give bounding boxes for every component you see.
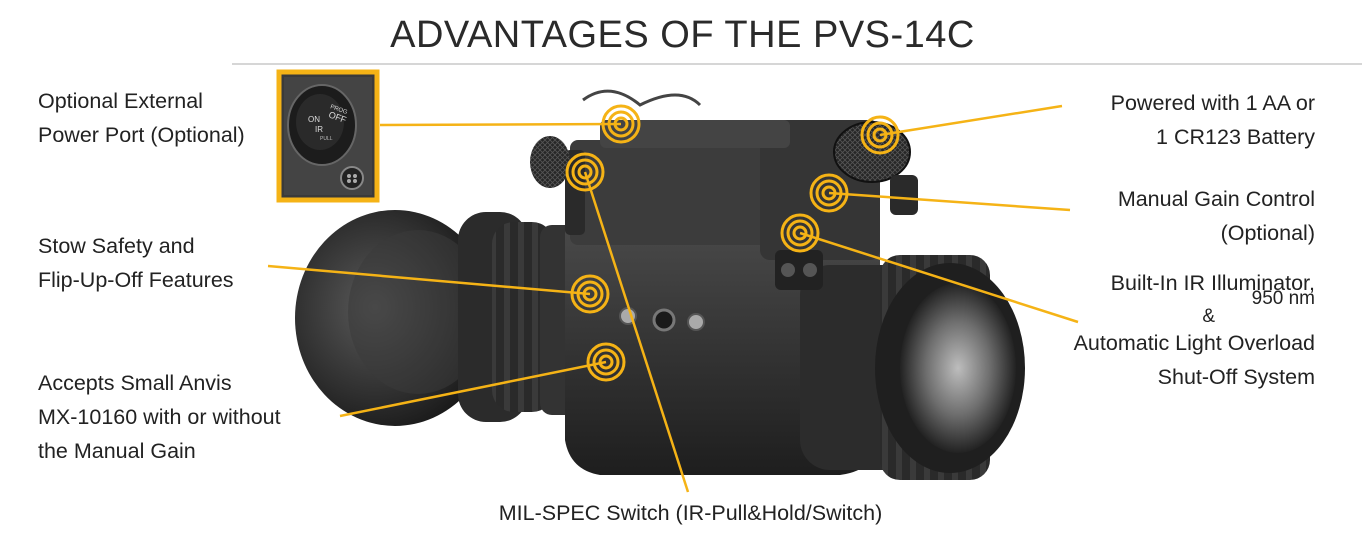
eyecup [295,210,495,426]
ir-illuminator [775,250,823,290]
label-mil-spec-switch: MIL-SPEC Switch (IR-Pull&Hold/Switch) [0,496,1365,530]
label-anvis: Accepts Small Anvis MX-10160 with or wit… [38,366,281,468]
lanyard [582,89,702,107]
label-ir-line3: & [1202,306,1215,327]
label-ir-line4: Automatic Light Overload [1073,331,1315,355]
label-anvis-line2: MX-10160 with or without [38,405,281,429]
power-port-inset: PROG OFF ON IR PULL [276,69,380,203]
inset-label-ir: IR [315,125,323,134]
page-title: ADVANTAGES OF THE PVS-14C [390,14,975,56]
label-power-port-line1: Optional External [38,89,203,113]
label-battery: Powered with 1 AA or 1 CR123 Battery [1111,86,1315,154]
label-gain: Manual Gain Control (Optional) [1118,182,1315,250]
gain-knob [530,136,570,188]
label-ir-illuminator: Built-In IR Illuminator, 950 nm & Automa… [1074,266,1315,394]
label-stow-safety-line1: Stow Safety and [38,234,195,258]
label-stow-safety-line2: Flip-Up-Off Features [38,268,234,292]
inset-label-on: ON [308,115,320,124]
target-marker-stow [570,274,610,314]
target-marker-ir [780,213,820,253]
inset-label-pull: PULL [320,136,333,142]
target-marker-gain [809,173,849,213]
label-anvis-line3: the Manual Gain [38,439,196,463]
target-marker-power-port [601,104,641,144]
label-ir-line5: Shut-Off System [1157,365,1315,389]
label-power-port-line2: Power Port (Optional) [38,123,245,147]
label-ir-line1: Built-In IR Illuminator, [1110,271,1315,295]
label-battery-line1: Powered with 1 AA or [1110,91,1315,115]
label-anvis-line1: Accepts Small Anvis [38,371,232,395]
label-gain-line2: (Optional) [1220,221,1315,245]
inset-label-prog: PROG [329,104,348,116]
label-battery-line2: 1 CR123 Battery [1156,125,1315,149]
eyepiece-rings [458,212,580,422]
label-ir-line2: 950 nm [1251,288,1315,309]
callout-lines [267,104,1079,493]
target-marker-switch [565,152,605,192]
title-divider [232,63,1362,65]
label-gain-line1: Manual Gain Control [1117,187,1315,211]
label-stow-safety: Stow Safety and Flip-Up-Off Features [38,229,234,297]
objective-lens [800,255,1025,480]
label-switch-line1: MIL-SPEC Switch (IR-Pull&Hold/Switch) [498,501,883,525]
target-marker-battery [860,115,900,155]
label-power-port: Optional External Power Port (Optional) [38,84,245,152]
target-marker-anvis [586,342,626,382]
